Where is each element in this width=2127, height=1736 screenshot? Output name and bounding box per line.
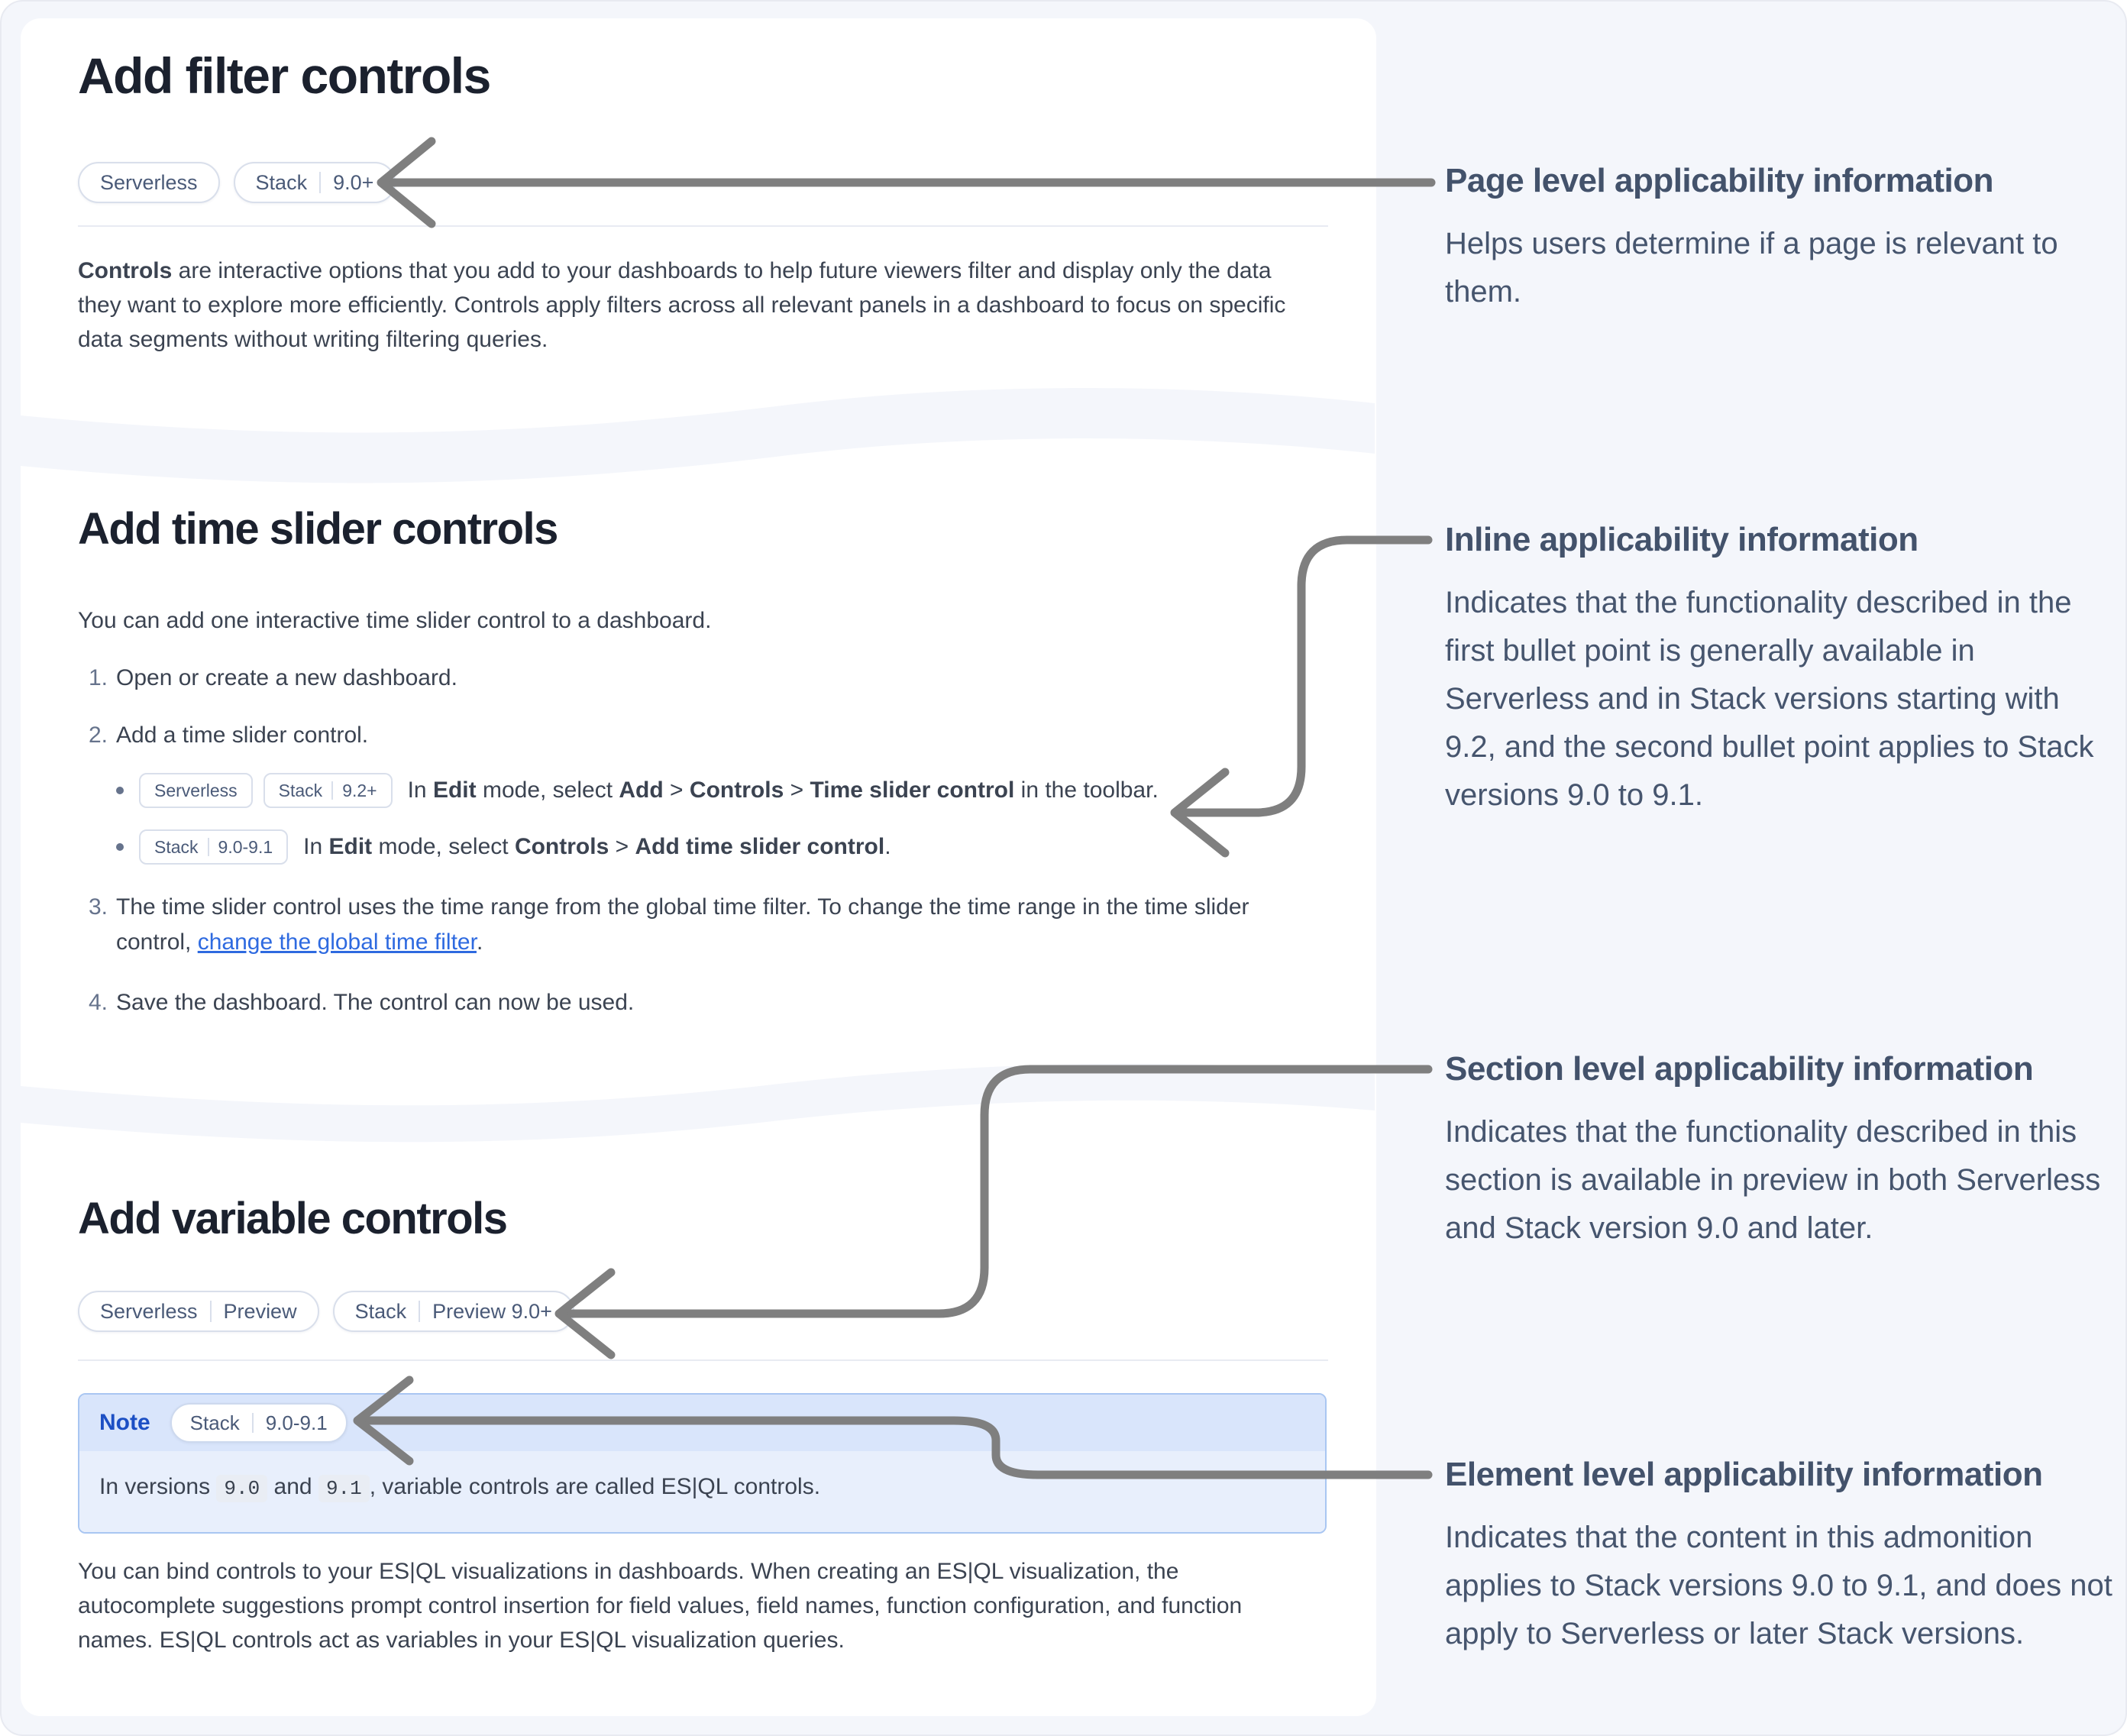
badge-divider (319, 172, 322, 193)
list-item: Stack 9.0-9.1 In Edit mode, select Contr… (116, 829, 891, 865)
bullet-text: In Edit mode, select Controls > Add time… (303, 834, 891, 859)
section-title-time-slider: Add time slider controls (78, 504, 558, 554)
step-text: Open or create a new dashboard. (116, 665, 457, 690)
note-body: In versions 9.0 and 9.1, variable contro… (79, 1451, 1325, 1532)
annotation-title: Element level applicability information (1445, 1456, 2043, 1493)
list-number: 3. (89, 894, 108, 920)
badge-label: Serverless (100, 1299, 198, 1323)
note-text: and (267, 1474, 318, 1499)
badge-serverless-preview: Serverless Preview (78, 1291, 319, 1332)
badge-label: Serverless (154, 780, 238, 800)
badge-version: 9.0-9.1 (218, 836, 273, 857)
annotation-body: Indicates that the content in this admon… (1445, 1521, 2112, 1650)
bullet-icon (116, 843, 124, 851)
change-global-time-filter-link[interactable]: change the global time filter (197, 929, 477, 955)
divider-rule (78, 1359, 1328, 1361)
page-title: Add filter controls (78, 47, 491, 104)
annotation-title: Inline applicability information (1445, 521, 1919, 558)
badge-label: Stack (189, 1411, 240, 1434)
annotation-element-level: Element level applicability information … (1445, 1454, 2117, 1658)
section-level-badges: Serverless Preview Stack Preview 9.0+ (78, 1291, 574, 1332)
badge-stack-version: Stack 9.0-9.1 (170, 1403, 347, 1443)
list-item: 4. Save the dashboard. The control can n… (78, 985, 1323, 1020)
step-text: Add a time slider control. (116, 723, 369, 748)
inline-badges: Serverless Stack 9.2+ (139, 773, 393, 808)
step-text: The time slider control uses the time ra… (116, 894, 1249, 955)
annotation-body: Indicates that the functionality describ… (1445, 1115, 2101, 1245)
annotation-inline-level: Inline applicability information Indicat… (1445, 519, 2117, 820)
badge-divider (251, 1412, 254, 1434)
badge-label: Stack (278, 780, 323, 800)
badge-label: Stack (255, 170, 308, 194)
list-number: 1. (89, 665, 108, 690)
note-header: Note Stack 9.0-9.1 (79, 1395, 1325, 1451)
list-item: 2. Add a time slider control. (78, 718, 1323, 753)
section-intro: You can add one interactive time slider … (78, 608, 712, 633)
paragraph-text: are interactive options that you add to … (78, 258, 1286, 352)
badge-stack-preview-version: Stack Preview 9.0+ (332, 1291, 574, 1332)
annotation-title: Page level applicability information (1445, 162, 1993, 199)
inline-badges: Stack 9.0-9.1 (139, 829, 289, 865)
badge-version: 9.2+ (342, 780, 377, 800)
badge-label: Stack (354, 1299, 407, 1323)
badge-divider (419, 1301, 421, 1322)
note-text: , variable controls are called ES|QL con… (369, 1474, 821, 1499)
badge-label: Serverless (100, 170, 198, 194)
annotation-page-level: Page level applicability information Hel… (1445, 160, 2117, 316)
inline-code: 9.1 (318, 1475, 370, 1502)
badge-lifecycle: Preview (223, 1299, 297, 1323)
note-label: Note (99, 1410, 150, 1435)
badge-label: Stack (154, 836, 199, 857)
badge-divider (207, 838, 209, 856)
badge-serverless: Serverless (139, 773, 253, 808)
bullet-icon (116, 787, 124, 794)
bold-term: Controls (78, 258, 173, 283)
list-item: 3. The time slider control uses the time… (78, 890, 1323, 960)
page-level-badges: Serverless Stack 9.0+ (78, 162, 396, 203)
badge-divider (209, 1301, 212, 1322)
badge-stack-version: Stack 9.0-9.1 (139, 829, 289, 865)
badge-stack-version: Stack 9.0+ (233, 162, 396, 203)
list-item: 1. Open or create a new dashboard. (78, 661, 1323, 696)
annotation-body: Indicates that the functionality describ… (1445, 586, 2094, 812)
section-title-variable-controls: Add variable controls (78, 1194, 508, 1243)
step-text: Save the dashboard. The control can now … (116, 990, 635, 1015)
annotation-section-level: Section level applicability information … (1445, 1049, 2117, 1253)
note-admonition: Note Stack 9.0-9.1 In versions 9.0 and 9… (78, 1393, 1327, 1534)
badge-version: 9.0-9.1 (265, 1411, 328, 1434)
badge-lifecycle-version: Preview 9.0+ (432, 1299, 552, 1323)
badge-divider (331, 781, 334, 800)
note-text: In versions (99, 1474, 217, 1499)
intro-paragraph: Controls are interactive options that yo… (78, 254, 1300, 357)
inline-code: 9.0 (216, 1475, 268, 1502)
badge-version: 9.0+ (333, 170, 374, 194)
annotation-title: Section level applicability information (1445, 1050, 2034, 1088)
badge-serverless: Serverless (78, 162, 220, 203)
section-paragraph: You can bind controls to your ES|QL visu… (78, 1559, 1243, 1653)
bullet-text: In Edit mode, select Add > Controls > Ti… (407, 777, 1159, 803)
list-number: 4. (89, 990, 108, 1015)
step-text: . (476, 929, 483, 955)
list-item: Serverless Stack 9.2+ In Edit mode, sele… (116, 773, 1159, 808)
badge-stack-version: Stack 9.2+ (263, 773, 393, 808)
list-number: 2. (89, 723, 108, 748)
divider-rule (78, 225, 1328, 227)
annotation-body: Helps users determine if a page is relev… (1445, 227, 2058, 309)
